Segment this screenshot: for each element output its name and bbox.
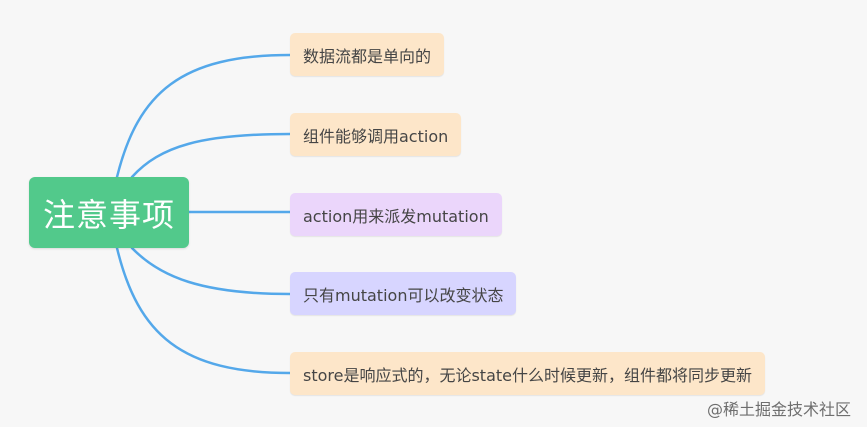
branch-node-3[interactable]: action用来派发mutation [290, 193, 502, 236]
connector-1 [115, 53, 292, 179]
branch-node-1[interactable]: 数据流都是单向的 [290, 33, 445, 76]
branch-node-4[interactable]: 只有mutation可以改变状态 [290, 272, 517, 315]
watermark-text: @稀土掘金技术社区 [706, 400, 851, 419]
connector-5 [115, 246, 292, 375]
branch-node-5[interactable]: store是响应式的，无论state什么时候更新，组件都将同步更新 [290, 352, 766, 395]
branch-node-2[interactable]: 组件能够调用action [290, 113, 462, 156]
connector-4 [130, 246, 292, 296]
connector-2 [130, 132, 292, 179]
root-node[interactable]: 注意事项 [29, 177, 189, 248]
